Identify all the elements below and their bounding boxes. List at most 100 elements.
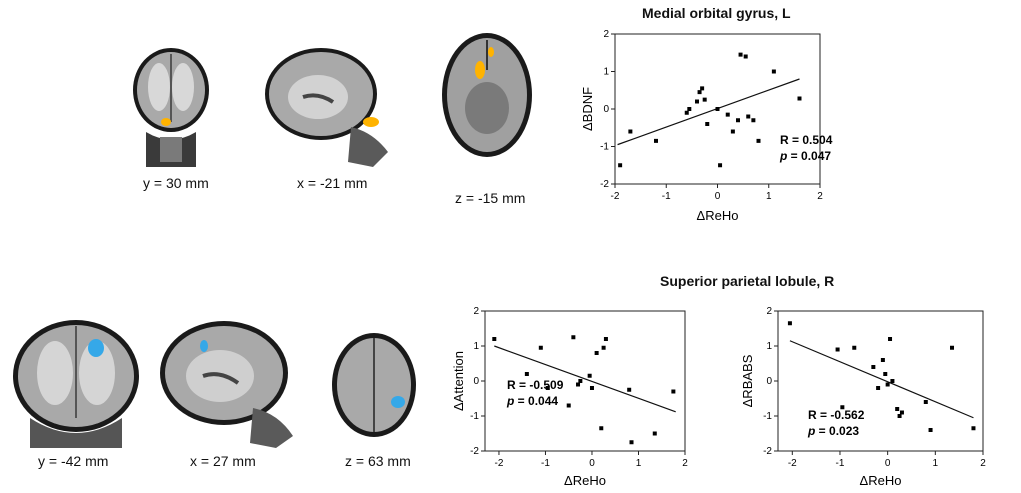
sagittal-slice-image-bottom xyxy=(158,318,298,448)
x-tick-label: 2 xyxy=(980,458,986,469)
data-point xyxy=(571,335,576,340)
y-tick-label: -1 xyxy=(600,142,609,153)
data-point xyxy=(840,405,845,410)
stat-p: p = 0.047 xyxy=(779,149,831,163)
bottom-slice-label-2: x = 27 mm xyxy=(190,453,256,469)
y-tick-label: -1 xyxy=(470,411,479,422)
data-point xyxy=(587,373,592,378)
y-axis-label: ΔBDNF xyxy=(580,87,595,131)
data-point xyxy=(578,379,583,383)
axial-slice-image xyxy=(440,30,535,160)
x-tick-label: 2 xyxy=(682,458,688,469)
x-tick-label: -1 xyxy=(541,458,550,469)
data-point xyxy=(603,337,608,341)
data-point xyxy=(888,337,893,341)
x-tick-label: 0 xyxy=(589,458,595,469)
data-point xyxy=(725,112,730,117)
x-axis-label: ΔReHo xyxy=(697,208,739,223)
x-axis-label: ΔReHo xyxy=(860,473,902,488)
chart-title-1: Medial orbital gyrus, L xyxy=(642,5,791,21)
data-point xyxy=(700,86,705,91)
y-tick-label: 2 xyxy=(603,29,609,40)
data-point xyxy=(883,372,888,376)
data-point xyxy=(627,387,632,392)
top-slice-label-3: z = -15 mm xyxy=(455,190,526,206)
data-point xyxy=(715,107,720,111)
x-tick-label: -2 xyxy=(611,191,620,202)
data-point xyxy=(895,407,900,411)
x-tick-label: 1 xyxy=(933,458,939,469)
data-point xyxy=(852,345,857,350)
x-tick-label: 1 xyxy=(766,191,772,202)
x-tick-label: -2 xyxy=(495,458,504,469)
data-point xyxy=(971,426,976,431)
data-point xyxy=(751,118,756,123)
data-point xyxy=(928,428,933,432)
data-point xyxy=(787,321,792,326)
data-point xyxy=(736,118,740,123)
data-point xyxy=(601,345,606,350)
x-axis-label: ΔReHo xyxy=(564,473,606,488)
data-point xyxy=(654,138,658,143)
data-point xyxy=(538,345,543,350)
y-tick-label: 0 xyxy=(473,376,479,387)
y-tick-label: 2 xyxy=(473,306,479,317)
stat-r: R = -0.562 xyxy=(808,408,865,422)
data-point xyxy=(492,337,497,341)
y-axis-label: ΔRBABS xyxy=(740,354,755,407)
data-point xyxy=(702,97,707,102)
y-axis-label: ΔAttention xyxy=(451,351,466,411)
data-point xyxy=(746,114,751,119)
data-point xyxy=(524,372,529,376)
stat-p: p = 0.044 xyxy=(506,394,558,408)
x-tick-label: 1 xyxy=(636,458,642,469)
x-tick-label: 0 xyxy=(715,191,721,202)
data-point xyxy=(923,400,928,404)
data-point xyxy=(697,90,702,95)
data-point xyxy=(599,426,604,431)
data-point xyxy=(629,440,634,445)
data-point xyxy=(738,52,743,57)
x-tick-label: -2 xyxy=(788,458,797,469)
data-point xyxy=(876,386,881,390)
data-point xyxy=(628,129,633,134)
data-point xyxy=(899,410,904,415)
data-point xyxy=(885,382,890,387)
top-slice-label-1: y = 30 mm xyxy=(143,175,209,191)
stat-p: p = 0.023 xyxy=(807,424,859,438)
fit-line xyxy=(789,340,974,419)
fit-line xyxy=(494,345,676,413)
y-tick-label: 0 xyxy=(766,376,772,387)
axial-slice-image-bottom xyxy=(330,330,418,440)
data-point xyxy=(594,351,599,355)
bottom-slice-label-1: y = -42 mm xyxy=(38,453,109,469)
y-tick-label: 2 xyxy=(766,306,772,317)
data-point xyxy=(589,386,594,390)
stat-r: R = -0.509 xyxy=(507,378,564,392)
data-point xyxy=(871,365,876,369)
y-tick-label: -2 xyxy=(600,179,609,190)
y-tick-label: 0 xyxy=(603,104,609,115)
data-point xyxy=(897,414,902,418)
y-tick-label: -2 xyxy=(763,446,772,457)
coronal-slice-image xyxy=(130,42,212,167)
y-tick-label: -2 xyxy=(470,446,479,457)
y-tick-label: -1 xyxy=(763,411,772,422)
coronal-slice-image-bottom xyxy=(10,318,142,448)
data-point xyxy=(797,96,802,101)
data-point xyxy=(771,69,776,74)
data-point xyxy=(576,382,581,387)
region-title-bottom: Superior parietal lobule, R xyxy=(660,273,835,289)
top-slice-label-2: x = -21 mm xyxy=(297,175,368,191)
data-point xyxy=(652,431,657,436)
data-point xyxy=(545,386,550,390)
data-point xyxy=(687,107,692,111)
data-point xyxy=(695,99,699,104)
data-point xyxy=(756,138,761,143)
x-tick-label: 2 xyxy=(817,191,823,202)
data-point xyxy=(705,122,710,126)
data-point xyxy=(684,110,689,115)
